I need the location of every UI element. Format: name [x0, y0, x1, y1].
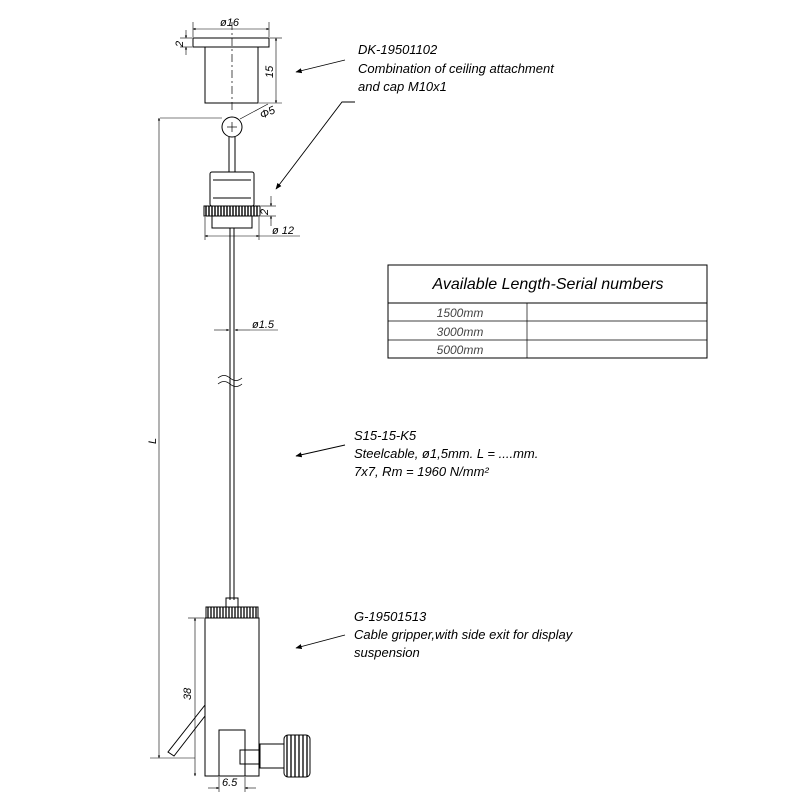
cable-description-line1: Steelcable, ø1,5mm. L = ....mm.: [354, 446, 538, 461]
ball-diameter-dim: Φ5: [258, 104, 278, 122]
gripper-part-number: G-19501513: [354, 609, 427, 624]
cable-description-line2: 7x7, Rm = 1960 N/mm²: [354, 464, 489, 479]
cable-diameter-dim: ø1.5: [252, 319, 275, 331]
table-row: 3000mm: [437, 325, 484, 339]
callout-cap: DK-19501102 Combination of ceiling attac…: [358, 42, 555, 94]
table-title: Available Length-Serial numbers: [432, 276, 664, 293]
cap-description-line2: and cap M10x1: [358, 79, 447, 94]
length-dimension: [150, 117, 195, 759]
gripper-description-line1: Cable gripper,with side exit for display: [354, 627, 574, 642]
ceiling-cap: [180, 22, 282, 112]
gripper-slot-dim: 6.5: [222, 777, 238, 789]
table-row: 5000mm: [437, 343, 484, 357]
cap-nut: [203, 171, 300, 240]
table-row: 1500mm: [437, 306, 484, 320]
table-cell-length: 3000mm: [437, 325, 484, 339]
cap-height-dim: 15: [264, 65, 276, 78]
table-cell-length: 5000mm: [437, 343, 484, 357]
length-dim: L: [147, 438, 159, 444]
length-serial-table: [387, 264, 708, 359]
callout-leaders: [275, 59, 355, 649]
cap-diameter-dim: ø16: [220, 17, 240, 29]
nut-diameter-dim: ø 12: [272, 225, 294, 237]
callout-gripper: G-19501513 Cable gripper,with side exit …: [354, 609, 574, 660]
cap-description-line1: Combination of ceiling attachment: [358, 61, 555, 76]
callout-cable: S15-15-K5 Steelcable, ø1,5mm. L = ....mm…: [354, 428, 538, 479]
ball-end: [160, 103, 269, 138]
cap-flange-dim: 2: [174, 41, 186, 48]
cable-gripper: [167, 597, 311, 792]
gripper-height-dim: 38: [182, 687, 194, 700]
cable-part-number: S15-15-K5: [354, 428, 417, 443]
steel-cable: [214, 137, 278, 600]
nut-flange-dim: 2: [259, 209, 271, 216]
gripper-description-line2: suspension: [354, 645, 420, 660]
cap-part-number: DK-19501102: [358, 42, 438, 57]
table-cell-length: 1500mm: [437, 306, 484, 320]
